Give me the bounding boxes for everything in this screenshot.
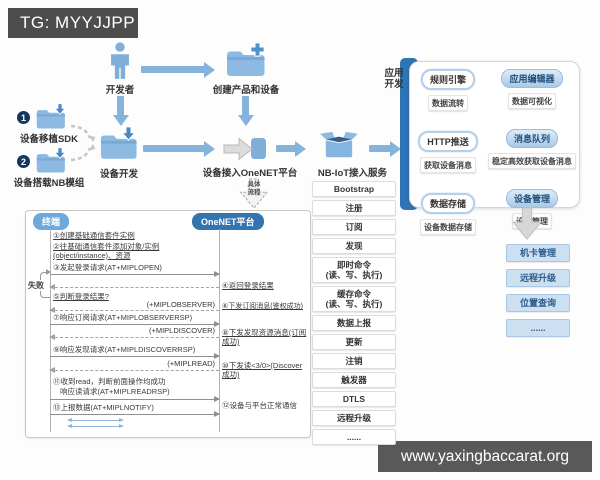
feature-desc: 稳定高效获取设备消息 [488, 153, 576, 169]
seq-tag-8: (+MIPLDISCOVER) [148, 326, 215, 335]
protocol-list: Bootstrap 注册 订阅 发现 即时命令 (读、写、执行) 缓存命令 (读… [312, 181, 396, 445]
watermark-bottom: www.yaxingbaccarat.org [378, 441, 592, 472]
protocol-item: ...... [312, 429, 396, 445]
feature-badge: 数据存储 [420, 193, 475, 214]
sdk-label: 设备移植SDK [19, 134, 79, 145]
arrow-nbiot-to-app [369, 140, 401, 157]
sdk-arrow-icon [54, 103, 66, 115]
access-onenet-label: 设备接入OneNET平台 [202, 168, 298, 179]
arrow-access-to-nbiot [276, 140, 306, 157]
seq-ongoing-arrow [67, 418, 124, 422]
app-panel-title: 应用 开发 [384, 68, 404, 90]
seq-msg-6: ⑥下发订阅消息(鉴权成功) [222, 303, 303, 310]
seq-note-2: ②往基础通信套件添加对象/实例 [53, 242, 160, 251]
seq-msg-4: ④返回登录结果 [222, 281, 274, 290]
protocol-item: 远程升级 [312, 410, 396, 426]
seq-return-arrow-10 [49, 367, 219, 373]
seq-msg-7: ⑦响应订阅请求(AT+MIPLOBSERVERSP) [53, 313, 193, 322]
protocol-item: 注册 [312, 200, 396, 216]
seq-note-5: ⑤判断登录结果? [53, 292, 109, 301]
step-badge-1: 1 [17, 111, 30, 124]
seq-note-1: ①创建基础通信套件实例 [53, 231, 135, 240]
seq-msg-11b: 响应读请求(AT+MIPLREADRSP) [60, 387, 170, 396]
management-item: ...... [506, 319, 570, 337]
seq-note-2b: (object/instance)、资源 [53, 251, 131, 260]
seq-return-arrow-8 [49, 334, 219, 340]
arrow-developer-down [112, 96, 129, 126]
feature-badge: 设备管理 [505, 189, 558, 208]
seq-arrow-11 [50, 396, 220, 402]
panel-down-arrow-icon [510, 207, 544, 241]
developer-label: 开发者 [105, 85, 135, 96]
seq-tag-10: (+MIPLREAD) [167, 359, 215, 368]
protocol-item: 即时命令 (读、写、执行) [312, 257, 396, 283]
nbiot-service-label: NB-IoT接入服务 [317, 168, 388, 179]
create-product-label: 创建产品和设备 [212, 85, 280, 96]
seq-arrow-3 [50, 271, 220, 277]
protocol-item: 缓存命令 (读、写、执行) [312, 286, 396, 312]
plus-icon [250, 42, 265, 57]
device-dev-label: 设备开发 [99, 169, 138, 180]
protocol-item: 数据上报 [312, 315, 396, 331]
protocol-item: Bootstrap [312, 181, 396, 197]
nbiot-box-icon [320, 130, 358, 162]
platform-badge: OneNET平台 [192, 213, 264, 230]
app-panel-left-column: 规则引擎 数据流转 HTTP推送 获取设备消息 数据存储 设备数据存储 [411, 69, 485, 255]
protocol-item: 注销 [312, 353, 396, 369]
seq-arrow-9 [50, 353, 220, 359]
nb-module-label: 设备搭载NB模组 [13, 178, 85, 189]
feature-badge: 应用编辑器 [501, 69, 563, 88]
seq-ongoing-arrow [67, 424, 124, 428]
fail-label: 失败 [27, 280, 45, 291]
developer-icon [106, 42, 134, 80]
feature-desc: 数据可视化 [508, 93, 556, 109]
dashed-merge-arrows-icon [68, 118, 98, 168]
seq-msg-8: ⑧下发发现资源消息(订阅成功) [222, 328, 307, 346]
detail-flow-label: 具体 流程 [247, 181, 261, 196]
seq-msg-11: ⑪收到read，判断前面操作均成功 [53, 377, 166, 386]
terminal-lifeline [50, 229, 51, 432]
feature-desc: 数据流转 [428, 95, 468, 111]
nb-module-arrow-icon [54, 147, 66, 159]
platform-lifeline [219, 229, 220, 432]
management-item: 远程升级 [506, 269, 570, 287]
protocol-item: 触发器 [312, 372, 396, 388]
feature-badge: HTTP推送 [418, 131, 478, 152]
seq-msg-12: ⑫设备与平台正常通信 [222, 401, 297, 410]
seq-msg-10: ⑩下发读<3/0>(Discover成功) [222, 361, 303, 379]
watermark-top: TG: MYYJJPP [8, 8, 138, 38]
access-onenet-icon [222, 136, 268, 162]
step-badge-2: 2 [17, 155, 30, 168]
terminal-badge: 终端 [33, 213, 70, 230]
feature-desc: 获取设备消息 [420, 157, 476, 173]
arrow-developer-to-create [141, 61, 215, 78]
management-list: 机卡管理 远程升级 位置查询 ...... [506, 244, 570, 337]
device-dev-download-icon [121, 126, 136, 141]
feature-desc: 设备数据存储 [420, 219, 476, 235]
seq-return-arrow-4 [49, 284, 219, 290]
management-item: 机卡管理 [506, 244, 570, 262]
seq-msg-13: ⑬上报数据(AT+MIPLNOTIFY) [53, 403, 154, 412]
protocol-item: 发现 [312, 238, 396, 254]
seq-arrow-7 [50, 321, 220, 327]
arrow-dev-to-access [143, 140, 215, 157]
protocol-item: 订阅 [312, 219, 396, 235]
protocol-item: DTLS [312, 391, 396, 407]
management-item: 位置查询 [506, 294, 570, 312]
fail-loop-arrowhead [46, 269, 51, 275]
feature-badge: 规则引擎 [420, 69, 475, 90]
arrow-create-down [237, 96, 254, 126]
seq-return-arrow-6 [49, 307, 219, 313]
protocol-item: 更新 [312, 334, 396, 350]
seq-arrow-13 [50, 411, 220, 417]
seq-msg-3: ③发起登录请求(AT+MIPLOPEN) [53, 263, 162, 272]
feature-badge: 消息队列 [505, 129, 558, 148]
seq-tag-6: (+MIPLOBSERVER) [146, 300, 215, 309]
seq-msg-9: ⑨响应发现请求(AT+MIPLDISCOVERRSP) [53, 345, 196, 354]
